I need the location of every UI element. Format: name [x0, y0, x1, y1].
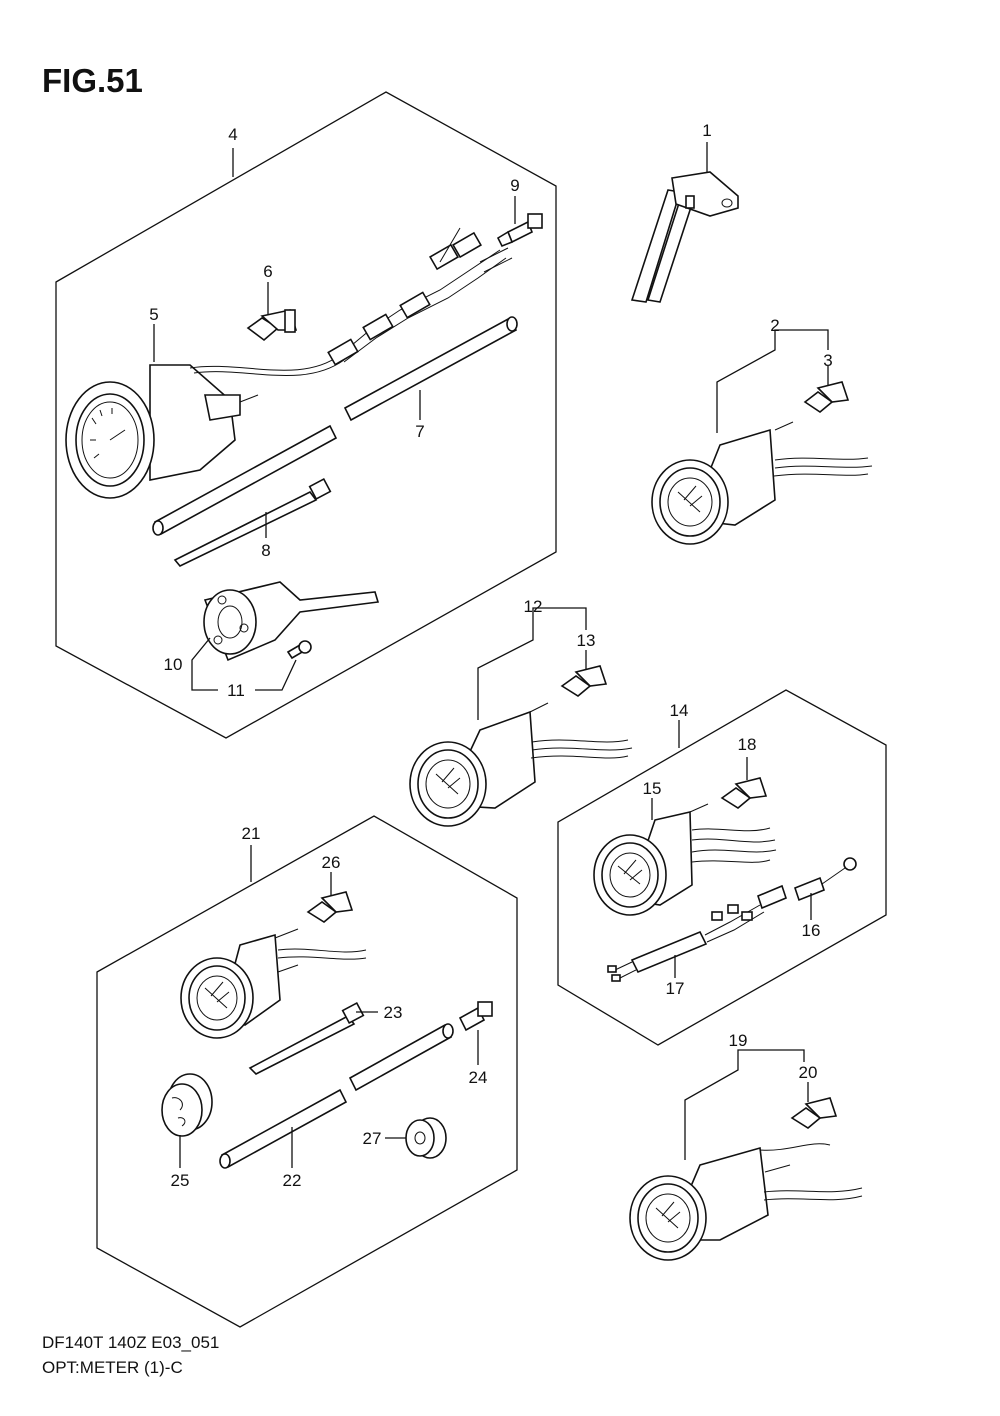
- tube-7-icon[interactable]: [152, 316, 518, 536]
- pin-9-icon[interactable]: [496, 213, 543, 248]
- section-title: OPT:METER (1)-C: [42, 1358, 183, 1377]
- kit-14-outline: [557, 689, 887, 1046]
- callout-26[interactable]: 26: [322, 853, 341, 872]
- harness-icon: [327, 227, 513, 366]
- leader-11: [255, 659, 297, 691]
- callout-3[interactable]: 3: [823, 351, 832, 370]
- bulb-13-icon[interactable]: [560, 665, 608, 697]
- bulb-26-icon[interactable]: [306, 891, 354, 923]
- callout-22[interactable]: 22: [283, 1171, 302, 1190]
- gauge-2-icon[interactable]: [651, 421, 873, 545]
- trim-sender-1-icon[interactable]: [630, 171, 739, 303]
- harness-17-icon[interactable]: [607, 884, 787, 982]
- leader-19: [684, 1049, 805, 1160]
- gauge-15-icon[interactable]: [593, 803, 777, 916]
- model-code: DF140T 140Z E03_051: [42, 1333, 219, 1352]
- callout-12[interactable]: 12: [524, 597, 543, 616]
- callout-10[interactable]: 10: [164, 655, 183, 674]
- cable-tie-23-icon[interactable]: [248, 1001, 365, 1075]
- callout-8[interactable]: 8: [261, 541, 270, 560]
- gauge-5-icon[interactable]: [65, 354, 345, 499]
- callout-11[interactable]: 11: [227, 681, 245, 700]
- callout-16[interactable]: 16: [802, 921, 821, 940]
- callout-9[interactable]: 9: [510, 176, 519, 195]
- figure-title: FIG.51: [42, 62, 143, 99]
- cap-25-icon[interactable]: [161, 1073, 213, 1137]
- callout-5[interactable]: 5: [149, 305, 158, 324]
- bulb-6-icon[interactable]: [246, 309, 298, 342]
- callout-14[interactable]: 14: [670, 701, 689, 720]
- cable-tie-8-icon[interactable]: [173, 477, 332, 567]
- callout-13[interactable]: 13: [577, 631, 596, 650]
- leader-12: [477, 607, 587, 720]
- bulb-18-icon[interactable]: [720, 777, 768, 809]
- callout-17[interactable]: 17: [666, 979, 685, 998]
- callout-27[interactable]: 27: [363, 1129, 382, 1148]
- callout-15[interactable]: 15: [643, 779, 662, 798]
- callout-24[interactable]: 24: [469, 1068, 488, 1087]
- leader-10: [191, 637, 218, 691]
- grommet-27-icon[interactable]: [405, 1117, 447, 1159]
- gauge-21-icon[interactable]: [180, 928, 367, 1039]
- bulb-20-icon[interactable]: [790, 1097, 838, 1129]
- sender-10-icon[interactable]: [203, 581, 380, 662]
- callout-1[interactable]: 1: [702, 121, 711, 140]
- gauge-19-icon[interactable]: [629, 1143, 863, 1261]
- callout-6[interactable]: 6: [263, 262, 272, 281]
- kit-21-outline: [96, 815, 518, 1328]
- callout-21[interactable]: 21: [242, 824, 261, 843]
- callout-18[interactable]: 18: [738, 735, 757, 754]
- callout-19[interactable]: 19: [729, 1031, 748, 1050]
- bulb-3-icon[interactable]: [803, 381, 850, 413]
- tube-22-icon[interactable]: [219, 1023, 454, 1169]
- callout-labels: 1 2 3 4 5 6 7 8 9 10 11 12 13 14 15 16 1…: [149, 121, 832, 1190]
- screw-11-icon[interactable]: [286, 640, 312, 660]
- fitting-24-icon[interactable]: [458, 1001, 493, 1032]
- lead-16-icon[interactable]: [794, 857, 857, 902]
- callout-4[interactable]: 4: [228, 125, 237, 144]
- callout-7[interactable]: 7: [415, 422, 424, 441]
- callout-2[interactable]: 2: [770, 316, 779, 335]
- callout-25[interactable]: 25: [171, 1171, 190, 1190]
- callout-20[interactable]: 20: [799, 1063, 818, 1082]
- kit-4-outline: [55, 91, 557, 739]
- callout-23[interactable]: 23: [384, 1003, 403, 1022]
- gauge-12-icon[interactable]: [409, 702, 633, 827]
- leader-2: [716, 329, 829, 433]
